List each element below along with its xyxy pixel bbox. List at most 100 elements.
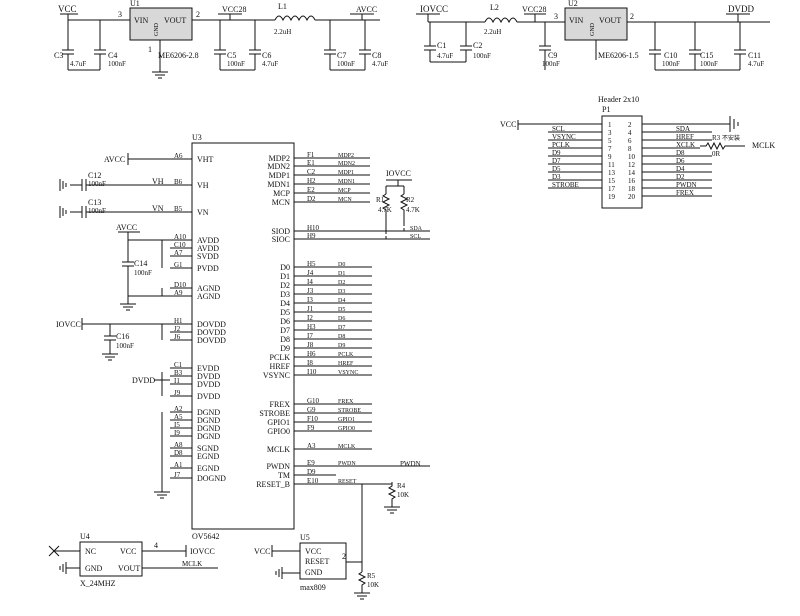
u1-part: ME6206-2.8 xyxy=(158,51,199,60)
u3-right-net-label: PWDN xyxy=(338,461,356,467)
u2-part: ME6206-1.5 xyxy=(598,51,639,60)
header-left-pin-number: 17 xyxy=(608,185,616,193)
r2-ref: R2 xyxy=(406,196,415,204)
u3-left-pin-number: J7 xyxy=(174,471,181,479)
u3-left-pin-number: J9 xyxy=(174,389,181,397)
header-right-net-label: D2 xyxy=(676,173,685,181)
u3-right-net-label: MCN xyxy=(338,197,352,203)
r4-resistor xyxy=(387,482,397,507)
u3-right-pin-name: GPIO1 xyxy=(267,418,290,427)
u3-left-pin-name: PVDD xyxy=(197,264,219,273)
u3-right-pin-name: D5 xyxy=(280,308,290,317)
u3-right-pin-name: PCLK xyxy=(270,353,291,362)
header-right-net-label: FREX xyxy=(676,189,694,197)
u3-left-pin-number: G1 xyxy=(174,261,183,269)
c7-ref: C7 xyxy=(337,51,346,60)
u3-right-pin-name: MCN xyxy=(272,198,290,207)
u1-pin3: 3 xyxy=(118,10,122,19)
u3-right-net-label: MDP1 xyxy=(338,170,354,176)
c5-value: 100nF xyxy=(227,60,245,68)
u1-ref: U1 xyxy=(130,0,140,8)
header-left-pin-number: 5 xyxy=(608,137,612,145)
u3-left-pin-name: DVDD xyxy=(197,372,220,381)
u3-right-net-label: D9 xyxy=(338,343,345,349)
vcc28-label-top: VCC28 xyxy=(522,5,546,14)
c2-ref: C2 xyxy=(473,41,482,50)
header-right-net-label: D6 xyxy=(676,157,685,165)
c3-value: 4.7uF xyxy=(70,60,86,68)
u3-left-pin-name: VN xyxy=(197,208,209,217)
u3-right-pin-name: FREX xyxy=(270,400,291,409)
u4-gnd: GND xyxy=(85,564,103,573)
u3-right-pin-number: J1 xyxy=(307,305,314,313)
u3-vn-net: VN xyxy=(152,204,164,213)
u3-left-pin-number: C1 xyxy=(174,361,183,369)
u3-right-pin-number: H5 xyxy=(307,260,316,268)
oscillator-section: U4 NC GND VCC VOUT X_24MHZ 4 IOVCC MCLK xyxy=(48,532,218,588)
c12-value: 100nF xyxy=(88,180,106,188)
u3-right-net-label: SDA xyxy=(410,226,423,232)
l1-value: 2.2uH xyxy=(274,28,291,36)
u4-nc: NC xyxy=(85,547,96,556)
u3-avcc2-net: AVCC xyxy=(116,223,137,232)
u5-pin2: 2 xyxy=(342,552,346,561)
u3-left-pin-number: B5 xyxy=(174,205,183,213)
c12-ref: C12 xyxy=(88,171,101,180)
u3-right-net-label: PCLK xyxy=(338,352,354,358)
header-connector xyxy=(601,115,643,209)
u3-right-net-label: D6 xyxy=(338,316,345,322)
u3-right-pin-number: F1 xyxy=(307,151,315,159)
u3-right-pin-number: I2 xyxy=(307,314,313,322)
u4-vout: VOUT xyxy=(118,564,140,573)
u3-left-pin-number: B6 xyxy=(174,178,183,186)
u1-pin1: 1 xyxy=(148,45,152,54)
l2-inductor xyxy=(484,17,518,24)
u3-right-pin-number: H10 xyxy=(307,224,320,232)
u3-right-pin-name: D4 xyxy=(280,299,290,308)
c13-ref: C13 xyxy=(88,198,101,207)
u4-mclk: MCLK xyxy=(182,560,202,568)
u3-right-net-label: D3 xyxy=(338,289,345,295)
u3-right-pin-number: D9 xyxy=(307,468,316,476)
u3-right-pin-name: RESET_B xyxy=(256,480,290,489)
u3-left-pin-number: H1 xyxy=(174,317,183,325)
regulator-28-section: VCC 3 C3 4.7uF C4 100nF U1 VIN VOUT GND … xyxy=(54,0,388,79)
u3-left-pin-name: SVDD xyxy=(197,252,219,261)
header-left-net-label: VSYNC xyxy=(552,133,576,141)
header-right-net-label: D4 xyxy=(676,165,685,173)
u3-left-pin-number: B3 xyxy=(174,369,183,377)
u3-right-pin-name: SIOC xyxy=(272,235,290,244)
u3-right-pin-number: E10 xyxy=(307,477,319,485)
u3-right-pin-number: J3 xyxy=(307,287,314,295)
header-section: Header 2x10 P1 13SCL5VSYNC7PCLK9D911D713… xyxy=(500,95,775,209)
header-left-pin-number: 13 xyxy=(608,169,616,177)
u3-left-pin-name: VH xyxy=(197,181,209,190)
u3-left-pin-name: AVDD xyxy=(197,236,219,245)
u3-right-pin-number: J8 xyxy=(307,341,314,349)
c6-value: 4.7uF xyxy=(262,60,278,68)
c4-ref: C4 xyxy=(108,51,117,60)
c9-ref: C9 xyxy=(548,51,557,60)
u3-right-net-label: VSYNC xyxy=(338,370,358,376)
header-right-net-label: PWDN xyxy=(676,181,697,189)
u3-left-pin-name: EVDD xyxy=(197,364,219,373)
u3-right-net-label: GPIO0 xyxy=(338,426,355,432)
u3-right-pin-number: I8 xyxy=(307,359,313,367)
u3-left-pin-number: A7 xyxy=(174,249,183,257)
u4-part: X_24MHZ xyxy=(80,579,116,588)
vcc28-label: VCC28 xyxy=(222,5,246,14)
u3-right-pin-number: J4 xyxy=(307,269,314,277)
u3-right-pin-name: D8 xyxy=(280,335,290,344)
u3-right-pin-name: MDP1 xyxy=(269,171,290,180)
c8-value: 4.7uF xyxy=(372,60,388,68)
header-mclk: MCLK xyxy=(752,141,775,150)
header-right-pin-number: 4 xyxy=(628,129,632,137)
r3-note: 不安装 xyxy=(722,134,740,142)
header-right-pin-number: 20 xyxy=(628,193,636,201)
u3-right-net-label: MDP2 xyxy=(338,153,354,159)
c14-ref: C14 xyxy=(134,259,147,268)
u3-right-net-label: RESET xyxy=(338,479,357,485)
c1-ref: C1 xyxy=(437,41,446,50)
c6-ref: C6 xyxy=(262,51,271,60)
